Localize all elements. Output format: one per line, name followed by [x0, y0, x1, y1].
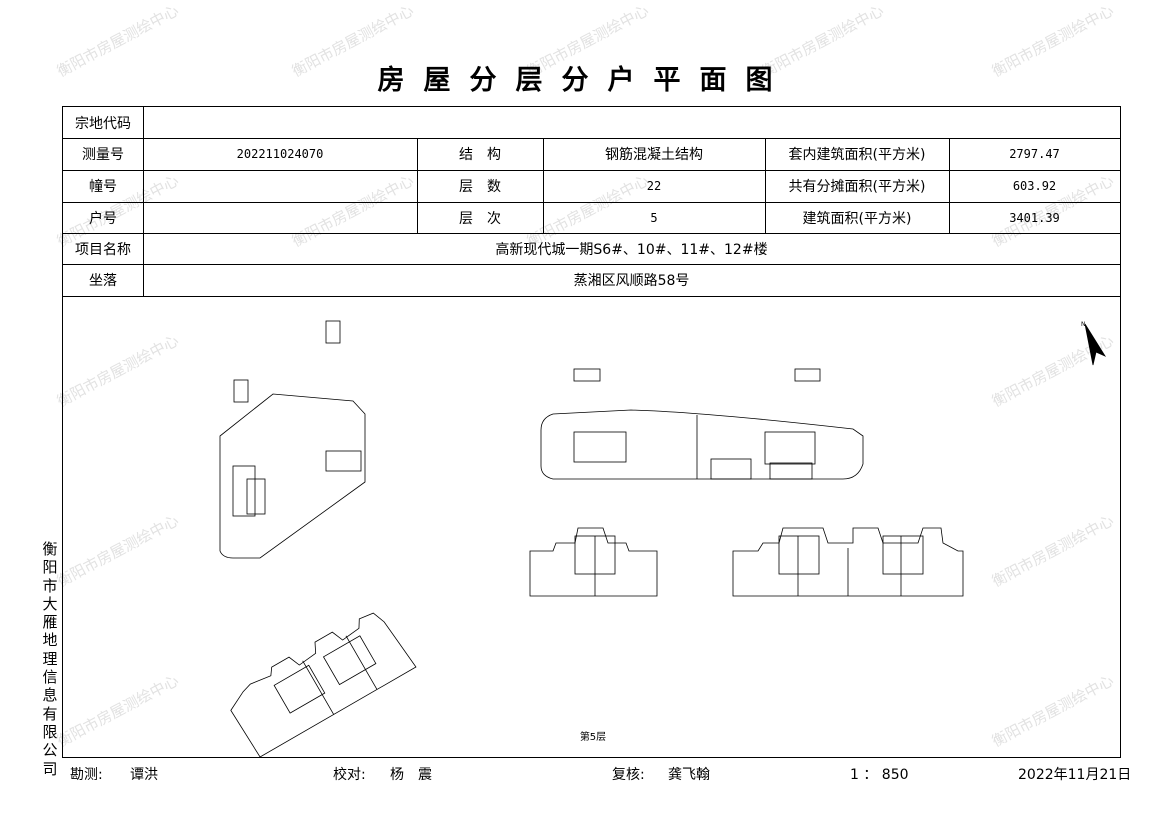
page-title: 房屋分层分户平面图 — [377, 65, 792, 96]
cengci-label: 层 次 — [459, 210, 501, 227]
jianzhu-label: 建筑面积(平方米) — [802, 210, 912, 227]
taonei-value: 2797.47 — [1009, 147, 1060, 161]
cengci-value: 5 — [650, 210, 658, 225]
svg-text:N: N — [1081, 321, 1086, 328]
xiangmu-value: 高新现代城一期S6#、10#、11#、12#楼 — [495, 241, 768, 258]
celiang-label: 测量号 — [82, 147, 124, 163]
fuhe-value: 龚飞翰 — [668, 767, 710, 783]
chuang-value — [143, 170, 417, 202]
hu-value — [143, 202, 417, 233]
date: 2022年11月21日 — [1018, 767, 1132, 783]
jiaodui-value: 杨 震 — [390, 767, 432, 783]
jiegou-label: 结 构 — [459, 147, 501, 163]
info-frame: 宗地代码 测量号 202211024070 结 构 钢筋混凝土结构 套内建筑面积… — [62, 106, 1121, 758]
fuhe-label: 复核: — [612, 767, 645, 783]
zuoluo-value: 蒸湘区风顺路58号 — [573, 273, 690, 289]
jiegou-value: 钢筋混凝土结构 — [605, 147, 703, 163]
chuang-label: 幢号 — [89, 179, 117, 195]
zongdi-value — [143, 107, 1120, 138]
scale: 1 ： 850 — [850, 767, 909, 783]
floor-label: 第5层 — [579, 731, 607, 743]
jianzhu-value: 3401.39 — [1009, 210, 1060, 225]
taonei-label: 套内建筑面积(平方米) — [788, 147, 926, 163]
cengshu-label: 层 数 — [459, 179, 501, 195]
gongyou-label: 共有分摊面积(平方米) — [788, 179, 926, 195]
floor-plan-drawing: N — [219, 320, 1107, 757]
celiang-value: 202211024070 — [236, 147, 324, 161]
cengshu-value: 22 — [646, 179, 662, 193]
kance-value: 谭洪 — [130, 767, 158, 783]
hu-label: 户号 — [89, 210, 117, 227]
xiangmu-label: 项目名称 — [75, 241, 131, 258]
company-name-vertical: 衡阳市大雁地理信息有限公司 — [42, 540, 58, 778]
zongdi-label: 宗地代码 — [75, 115, 131, 132]
kance-label: 勘测: — [70, 767, 103, 783]
zuoluo-label: 坐落 — [89, 273, 117, 289]
jiaodui-label: 校对: — [333, 767, 366, 783]
gongyou-value: 603.92 — [1012, 179, 1057, 193]
